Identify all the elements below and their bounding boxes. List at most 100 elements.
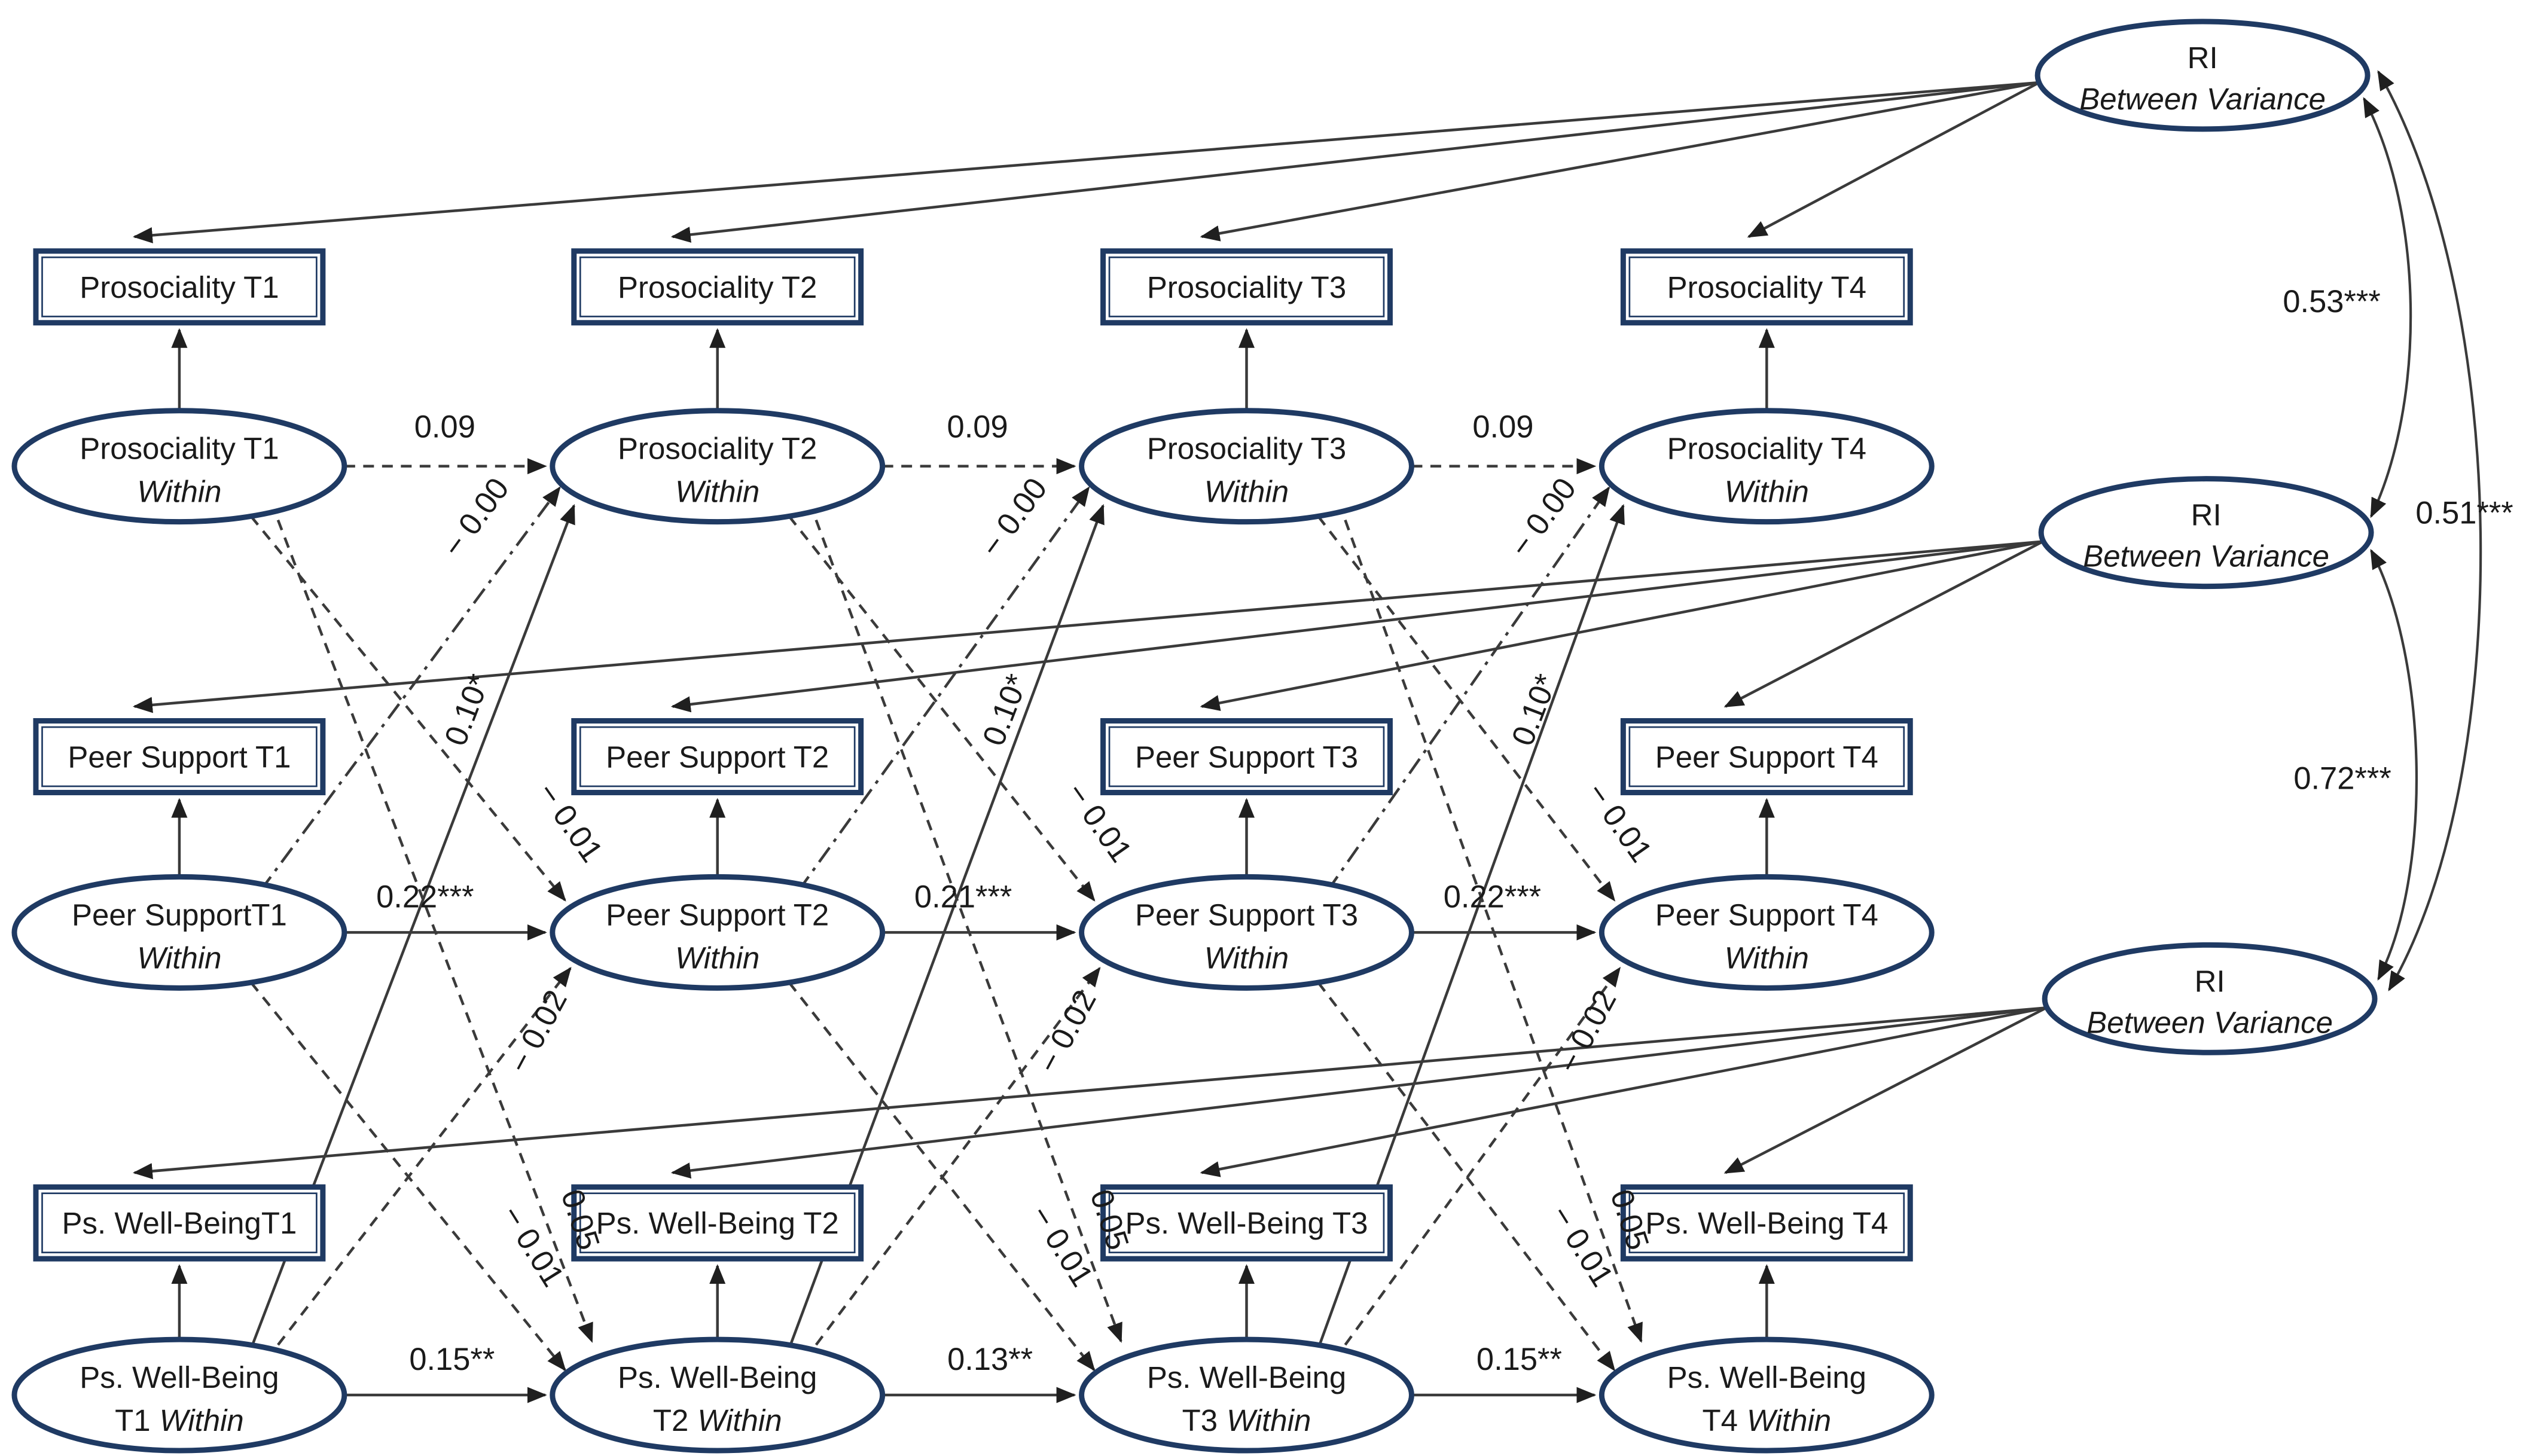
within-word-t2: Within: [697, 1403, 782, 1437]
label-cl-peer-to-pros-2: − 0.00: [974, 471, 1054, 563]
label-cl-wb-to-peer-3: − 0.02: [1551, 984, 1623, 1079]
node-label-well-being-t4: Ps. Well-Being T4: [1645, 1206, 1888, 1240]
edge-ri-mid-loading-2: [670, 540, 2043, 713]
ri-sublabel-bottom: Between Variance: [2086, 1005, 2333, 1039]
ri-correlation-labels: 0.53*** 0.51*** 0.72***: [2283, 284, 2513, 796]
node-prosociality-t4-box: Prosociality T4: [1620, 248, 1913, 326]
label-cl-wb-to-peer-2: − 0.02: [1030, 984, 1103, 1079]
node-label-peer-support-t2: Peer Support T2: [606, 740, 829, 774]
within-sublabel-well-being-t2: T2 Within: [653, 1403, 782, 1437]
edge-cl-peer-to-wb-2: [788, 981, 1096, 1372]
ri-correlation-curves: [2363, 70, 2482, 991]
label-cl-wb-to-pros-1: 0.10*: [438, 669, 497, 750]
within-sublabel-well-being-t4: T4 Within: [1702, 1403, 1831, 1437]
node-ri-middle: RI Between Variance: [2038, 476, 2374, 590]
node-label-well-being-t2: Ps. Well-Being T2: [596, 1206, 839, 1240]
node-prosociality-t2-box: Prosociality T2: [571, 248, 864, 326]
within-label-peer-support-t1: Peer SupportT1: [72, 898, 287, 932]
within-word-t1: Within: [160, 1403, 244, 1437]
within-label-well-being-t3: Ps. Well-Being: [1147, 1360, 1346, 1394]
edge-ri-top-loading-3: [1200, 81, 2040, 242]
edge-cl-wb-to-peer-1: [277, 966, 572, 1346]
node-prosociality-t3-within: Prosociality T3 Within: [1079, 408, 1414, 525]
within-sublabel-prosociality-t1: Within: [137, 475, 221, 509]
node-prosociality-t4-within: Prosociality T4 Within: [1598, 408, 1935, 525]
edge-ri-mid-loading-1: [132, 540, 2043, 713]
within-label-peer-support-t2: Peer Support T2: [606, 898, 829, 932]
node-peer-support-t3-box: Peer Support T3: [1100, 718, 1393, 795]
label-cl-wb-to-peer-1: − 0.02: [502, 984, 574, 1079]
node-ri-top: RI Between Variance: [2034, 19, 2371, 132]
within-label-prosociality-t3: Prosociality T3: [1147, 432, 1346, 466]
ri-sublabel-top: Between Variance: [2079, 82, 2326, 116]
within-label-peer-support-t4: Peer Support T4: [1655, 898, 1878, 932]
ri-label-top: RI: [2188, 41, 2218, 75]
node-well-being-t1-box: Ps. Well-BeingT1: [33, 1184, 326, 1262]
edge-cl-pros-to-peer-2: [788, 515, 1096, 902]
within-label-peer-support-t3: Peer Support T3: [1135, 898, 1358, 932]
edge-ri-mid-loading-4: [1723, 540, 2044, 708]
node-prosociality-t1-within: Prosociality T1 Within: [11, 408, 347, 525]
edge-cl-pros-to-wb-1: [276, 519, 593, 1343]
node-label-prosociality-t2: Prosociality T2: [618, 270, 817, 304]
label-cl-peer-to-pros-3: − 0.00: [1503, 471, 1583, 563]
edge-cl-wb-to-peer-3: [1344, 966, 1621, 1346]
ri-label-bottom: RI: [2195, 964, 2225, 998]
label-ar-peer-1: 0.22***: [376, 879, 474, 914]
node-ri-bottom: RI Between Variance: [2042, 942, 2378, 1055]
within-sublabel-prosociality-t4: Within: [1725, 475, 1809, 509]
edge-cl-peer-to-pros-2: [797, 486, 1090, 892]
within-label-well-being-t2: Ps. Well-Being: [618, 1360, 817, 1394]
node-peer-support-t1-box: Peer Support T1: [33, 718, 326, 795]
node-label-prosociality-t1: Prosociality T1: [80, 270, 279, 304]
node-label-prosociality-t4: Prosociality T4: [1667, 270, 1866, 304]
within-word-t3: Within: [1227, 1403, 1311, 1437]
edge-cl-peer-to-pros-3: [1326, 486, 1610, 892]
node-well-being-t3-box: Ps. Well-Being T3: [1100, 1184, 1393, 1262]
within-sublabel-peer-support-t2: Within: [675, 941, 759, 975]
edge-cl-pros-to-wb-2: [814, 519, 1122, 1343]
label-ar-wb-2: 0.13**: [947, 1342, 1033, 1377]
node-label-prosociality-t3: Prosociality T3: [1147, 270, 1346, 304]
label-ar-wb-1: 0.15**: [409, 1342, 495, 1377]
node-well-being-t2-box: Ps. Well-Being T2: [571, 1184, 864, 1262]
within-word-t4: Within: [1747, 1403, 1831, 1437]
ri-label-middle: RI: [2191, 498, 2222, 532]
edge-ri-corr-top-bottom: [2377, 70, 2482, 991]
label-ar-wb-3: 0.15**: [1476, 1342, 1562, 1377]
label-ri-corr-top-bottom: 0.51***: [2415, 496, 2513, 531]
edge-ri-bottom-loading-1: [132, 1006, 2047, 1180]
label-cl-peer-to-pros-1: − 0.00: [435, 471, 515, 563]
edge-cl-pros-to-peer-1: [250, 515, 566, 902]
ri-sublabel-middle: Between Variance: [2083, 539, 2329, 573]
within-time-t2: T2: [653, 1403, 688, 1437]
within-sublabel-prosociality-t2: Within: [675, 475, 759, 509]
edge-ri-top-loading-1: [132, 81, 2040, 243]
within-label-prosociality-t4: Prosociality T4: [1667, 432, 1866, 466]
within-label-prosociality-t1: Prosociality T1: [80, 432, 279, 466]
edge-cl-peer-to-pros-1: [259, 486, 561, 892]
cross-lagged-gap-2: [788, 486, 1122, 1372]
node-peer-support-t3-within: Peer Support T3 Within: [1079, 874, 1414, 991]
within-sublabel-peer-support-t4: Within: [1725, 941, 1809, 975]
label-cl-wb-to-pros-3: 0.10*: [1505, 669, 1564, 750]
node-well-being-t2-within: Ps. Well-Being T2 Within: [550, 1336, 886, 1454]
within-time-t1: T1: [115, 1403, 150, 1437]
edge-ri-top-loading-4: [1747, 81, 2040, 238]
within-time-t4: T4: [1702, 1403, 1737, 1437]
node-prosociality-t3-box: Prosociality T3: [1100, 248, 1393, 326]
node-peer-support-t1-within: Peer SupportT1 Within: [11, 874, 347, 991]
node-peer-support-t4-box: Peer Support T4: [1620, 718, 1913, 795]
node-prosociality-t1-box: Prosociality T1: [33, 248, 326, 326]
label-ri-corr-top-middle: 0.53***: [2283, 284, 2380, 319]
label-ar-peer-2: 0.21***: [914, 879, 1012, 914]
within-label-prosociality-t2: Prosociality T2: [618, 432, 817, 466]
node-peer-support-t2-within: Peer Support T2 Within: [550, 874, 886, 991]
label-ri-corr-middle-bottom: 0.72***: [2293, 761, 2391, 796]
edge-cl-peer-to-wb-3: [1317, 981, 1616, 1372]
